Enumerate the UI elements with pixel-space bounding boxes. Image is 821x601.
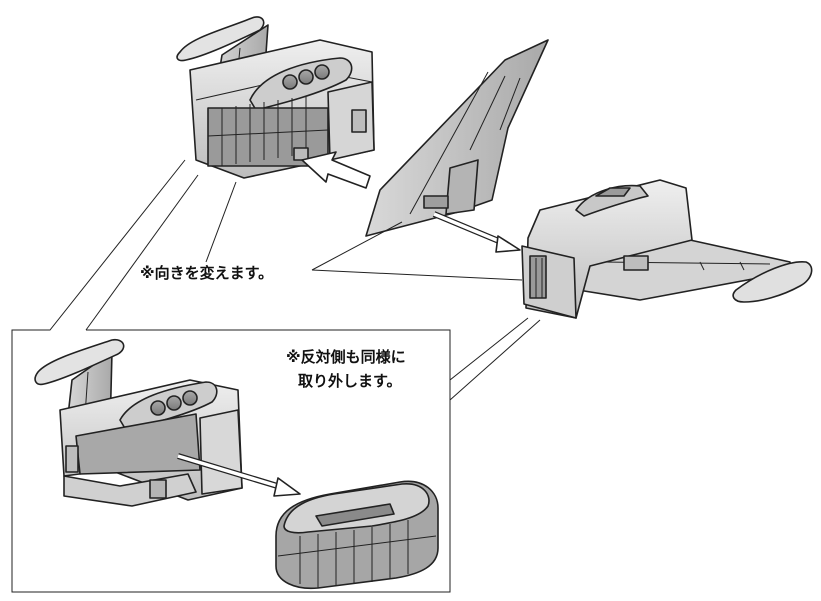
callout-leader-left bbox=[85, 174, 199, 331]
body-unit-rotated bbox=[521, 179, 813, 319]
note-other-side-line2: 取り外します。 bbox=[298, 372, 402, 390]
note-other-side-line1: ※反対側も同様に bbox=[286, 348, 406, 366]
note-leaders bbox=[205, 181, 523, 281]
callout-frame-top bbox=[86, 329, 451, 380]
battery-cartridge-removed bbox=[275, 480, 439, 590]
callout-leader-right bbox=[449, 319, 541, 401]
detail-callout bbox=[11, 159, 541, 593]
tail-fin bbox=[365, 39, 549, 237]
knob-icon bbox=[282, 74, 298, 90]
note-orientation: ※向きを変えます。 bbox=[140, 264, 273, 282]
body-unit-closed bbox=[176, 16, 375, 179]
push-arrow-icon bbox=[301, 151, 371, 189]
remove-arrow-icon bbox=[177, 453, 301, 497]
body-unit-opened bbox=[34, 338, 243, 507]
insert-arrow-icon bbox=[432, 211, 521, 253]
